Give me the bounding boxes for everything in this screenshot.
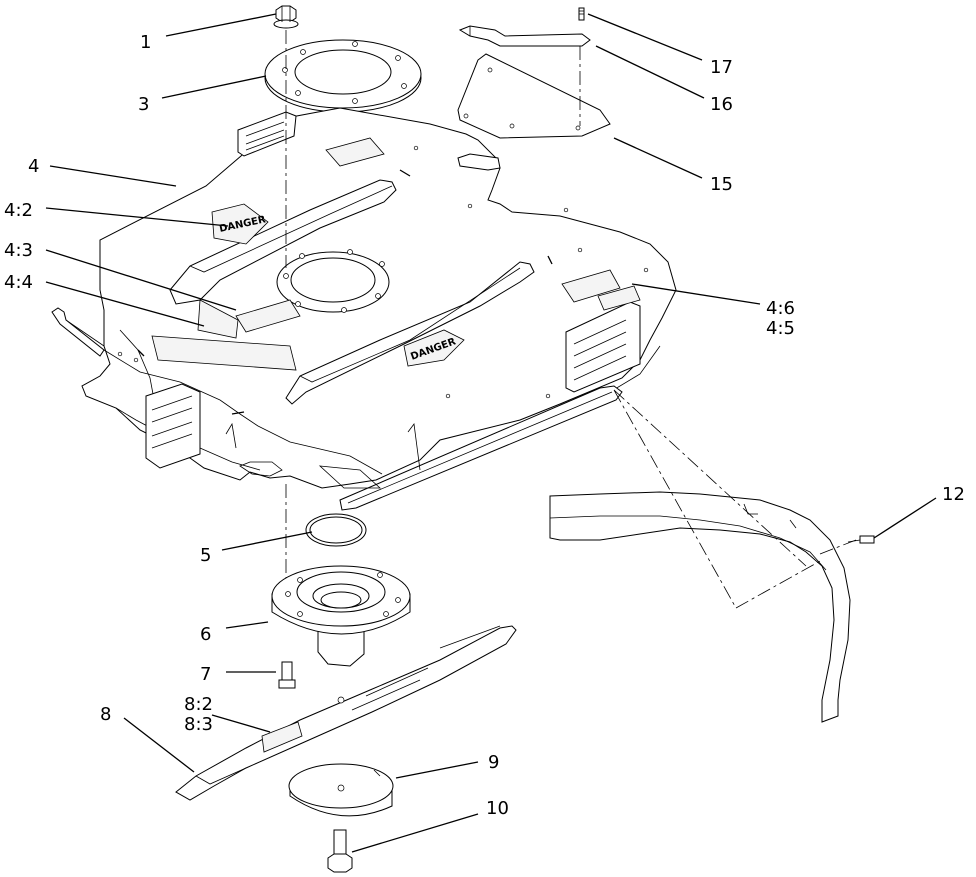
callout-8-2: 8:2 (184, 694, 213, 715)
callout-5: 5 (200, 545, 211, 566)
part-9-anti-scalp-cup (288, 763, 394, 817)
callout-4-2: 4:2 (4, 200, 33, 221)
part-4-mower-deck (51, 107, 677, 511)
part-16-bracket (458, 25, 591, 47)
callout-labels: 1 3 4 4:2 4:3 4:4 17 16 15 4:6 4:5 12 5 … (4, 32, 965, 819)
callout-12: 12 (942, 484, 965, 505)
callout-4-3: 4:3 (4, 240, 33, 261)
callout-17: 17 (710, 57, 733, 78)
callout-4-5: 4:5 (766, 318, 795, 339)
part-1-flange-nut (273, 5, 299, 29)
callout-8: 8 (100, 704, 111, 725)
leader-lines (45, 13, 937, 853)
callout-9: 9 (488, 752, 499, 773)
callout-4: 4 (28, 156, 39, 177)
callout-4-4: 4:4 (4, 272, 33, 293)
callout-16: 16 (710, 94, 733, 115)
callout-8-3: 8:3 (184, 714, 213, 735)
callout-3: 3 (138, 94, 149, 115)
part-12-discharge-deflector (549, 491, 875, 723)
part-17-screw (578, 7, 585, 21)
deflector-hinge-dash (613, 389, 823, 609)
danger-decal-center (403, 329, 465, 367)
part-15-cover-plate (457, 53, 611, 139)
part-6-spindle-housing (271, 565, 411, 667)
part-7-bolt (278, 661, 296, 689)
callout-10: 10 (486, 798, 509, 819)
part-12-screw-axis (819, 539, 857, 555)
danger-decal-left (211, 203, 269, 245)
part-10-bolt (327, 829, 353, 873)
callout-6: 6 (200, 624, 211, 645)
callout-15: 15 (710, 174, 733, 195)
part-3-spindle-plate (264, 39, 422, 113)
part-8-blade (175, 625, 517, 801)
callout-7: 7 (200, 664, 211, 685)
callout-1: 1 (140, 32, 151, 53)
callout-4-6: 4:6 (766, 298, 795, 319)
part-5-o-ring (305, 513, 367, 547)
